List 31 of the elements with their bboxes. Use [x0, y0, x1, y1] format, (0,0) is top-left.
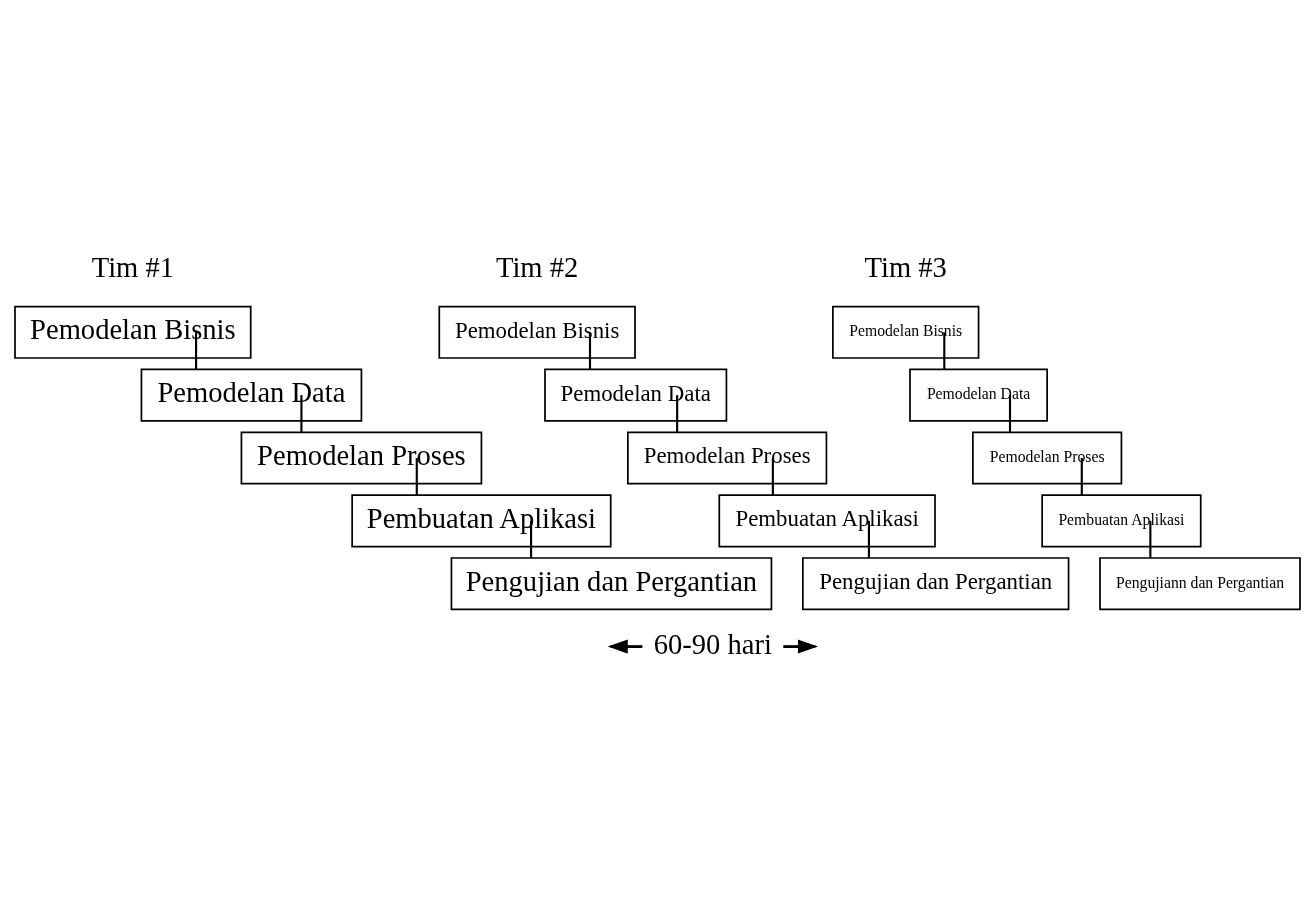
connector	[1008, 394, 1012, 432]
node-box: Pembuatan Aplikasi	[351, 493, 612, 547]
node-box: Pemodelan Bisnis	[438, 305, 636, 359]
connector	[588, 331, 592, 369]
connector	[676, 394, 679, 432]
connector	[943, 331, 946, 369]
node-box: Pemodelan Bisnis	[14, 305, 252, 359]
connector	[415, 457, 418, 495]
node-box: Pengujian dan Pergantian	[802, 556, 1070, 610]
connector	[771, 457, 774, 495]
label: Tim #2	[495, 251, 579, 283]
node-box: Pengujiann dan Pergantian	[1099, 556, 1301, 610]
label: Tim #1	[91, 251, 175, 283]
connector	[867, 520, 870, 558]
node-box: Pembuatan Aplikasi	[718, 493, 936, 547]
node-box: Pemodelan Data	[544, 368, 728, 422]
connector	[1080, 457, 1083, 495]
label: 60-90 hari	[653, 628, 772, 660]
node-box: Pemodelan Proses	[627, 430, 828, 485]
node-box: Pemodelan Data	[140, 368, 363, 422]
label: Tim #3	[864, 251, 947, 283]
connector	[1149, 520, 1152, 558]
connector	[195, 331, 198, 369]
node-box: Pemodelan Proses	[972, 430, 1123, 485]
node-box: Pemodelan Data	[909, 368, 1048, 422]
node-box: Pemodelan Bisnis	[832, 305, 980, 359]
connector	[530, 520, 533, 558]
connector	[300, 394, 303, 432]
node-box: Pengujian dan Pergantian	[450, 556, 773, 610]
node-box: Pembuatan Aplikasi	[1041, 493, 1202, 547]
node-box: Pemodelan Proses	[240, 430, 483, 485]
